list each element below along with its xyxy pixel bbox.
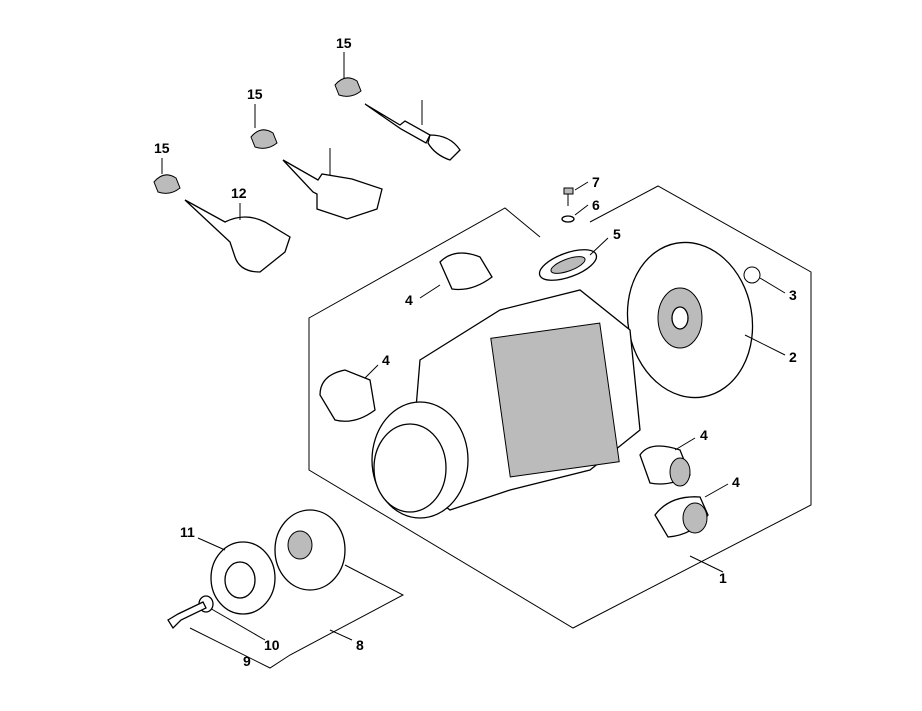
- callouts: 15 15 15 12 7 6 5 4 3 2 4 4 4 1 11 8 10 …: [154, 35, 797, 669]
- callout-7: 7: [592, 174, 600, 190]
- callout-4: 4: [700, 427, 708, 443]
- assembly-1-outline: [308, 185, 812, 629]
- leader-line: [207, 606, 266, 641]
- plug-cap-part: [153, 77, 362, 194]
- leader-line: [689, 555, 724, 573]
- callout-1: 1: [719, 570, 727, 586]
- callout-11: 11: [180, 524, 195, 540]
- sleeve-parts: [319, 252, 709, 538]
- callout-4: 4: [405, 292, 413, 308]
- leader-lines: [161, 52, 786, 641]
- motor-part: [371, 289, 641, 519]
- kit-8-outline: [189, 564, 405, 669]
- callout-9: 9: [243, 653, 251, 669]
- power-cord-part: [184, 103, 461, 273]
- fan-part: [626, 241, 761, 399]
- callout-10: 10: [264, 637, 280, 653]
- callout-15: 15: [154, 140, 170, 156]
- small-hardware: [538, 187, 598, 281]
- callout-2: 2: [789, 349, 797, 365]
- callout-4: 4: [732, 474, 740, 490]
- callout-3: 3: [789, 287, 797, 303]
- callout-15: 15: [247, 86, 263, 102]
- callout-5: 5: [613, 226, 621, 242]
- callout-6: 6: [592, 197, 600, 213]
- callout-12: 12: [231, 185, 247, 201]
- callout-15: 15: [336, 35, 352, 51]
- end-cover-parts: [167, 509, 346, 630]
- callout-4: 4: [382, 352, 390, 368]
- callout-8: 8: [356, 637, 364, 653]
